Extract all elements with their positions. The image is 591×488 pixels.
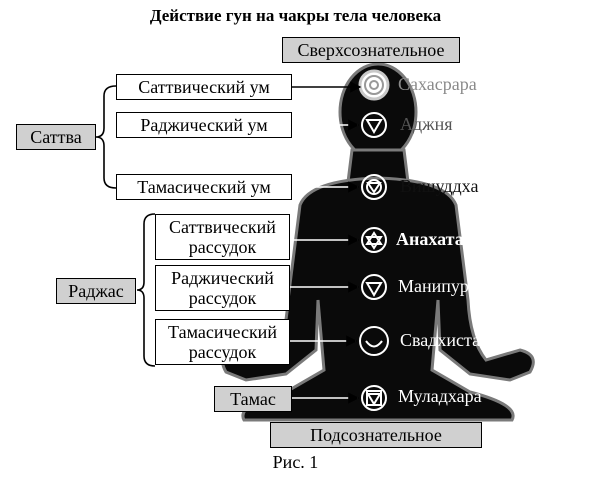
- chakra-name-sahasrara: Сахасрара: [398, 74, 477, 94]
- sattvic-mind-box: Саттвический ум: [116, 74, 292, 100]
- rajas-bracket: [136, 213, 156, 367]
- superconscious-label: Сверхсознательное: [282, 37, 460, 63]
- chakra-name-muladhara: Муладхара: [398, 386, 482, 406]
- chakra-name-svadhisthana: Свадхистана: [400, 330, 498, 350]
- chakra-name-anahata: Анахата: [396, 229, 464, 249]
- rajasic-mind-box: Раджический ум: [116, 112, 292, 138]
- subconscious-label: Подсознательное: [270, 422, 482, 448]
- manipura-icon: [361, 274, 387, 300]
- sattva-bracket: [95, 85, 117, 189]
- figure-caption: Рис. 1: [272, 452, 319, 472]
- tamasic-reason-box: Тамасический рассудок: [155, 319, 290, 365]
- chakra-name-manipura: Манипура: [398, 276, 477, 296]
- tamasic-mind-box: Тамасический ум: [116, 174, 292, 200]
- guna-tamas: Тамас: [214, 386, 292, 412]
- anahata-icon: [361, 227, 387, 253]
- diagram-title: Действие гун на чакры тела человека: [149, 6, 442, 25]
- tamasic-reason-line1: Тамасический: [168, 322, 277, 342]
- sahasrara-icon: [364, 75, 384, 95]
- sattvic-reason-line1: Саттвический: [169, 217, 276, 237]
- ajna-icon: [361, 112, 387, 138]
- guna-sattva: Саттва: [16, 124, 96, 150]
- tamasic-reason-line2: рассудок: [188, 342, 257, 362]
- chakra-name-ajna: Аджня: [400, 114, 453, 134]
- chakra-symbols: [359, 75, 389, 411]
- vishuddha-icon: [361, 174, 387, 200]
- chakra-name-vishuddha: Вишуддха: [400, 176, 479, 196]
- sattvic-reason-line2: рассудок: [188, 237, 257, 257]
- svadhisthana-icon: [359, 326, 389, 356]
- guna-rajas: Раджас: [56, 278, 136, 304]
- rajasic-reason-line1: Раджический: [171, 268, 274, 288]
- muladhara-icon: [361, 385, 387, 411]
- arrows: [290, 81, 362, 404]
- brackets: [95, 85, 156, 367]
- sattvic-reason-box: Саттвический рассудок: [155, 214, 290, 260]
- rajasic-reason-box: Раджический рассудок: [155, 265, 290, 311]
- rajasic-reason-line2: рассудок: [188, 288, 257, 308]
